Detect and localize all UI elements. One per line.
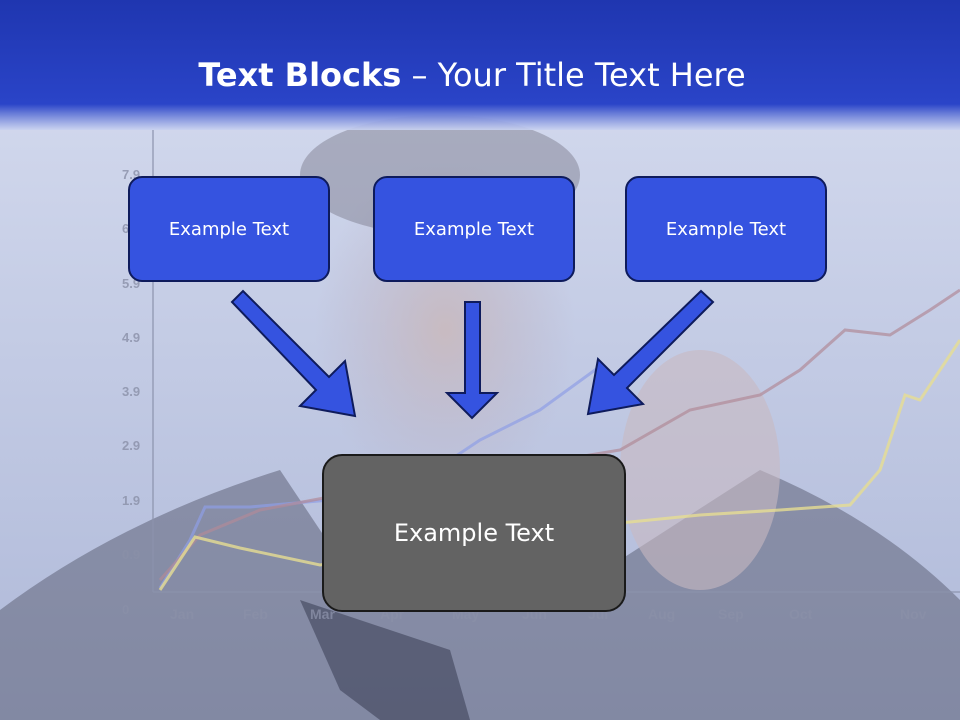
month-label: Aug — [648, 606, 675, 622]
month-label: Feb — [243, 606, 268, 622]
month-label: Oct — [789, 606, 813, 622]
text-box-left[interactable]: Example Text — [128, 176, 330, 282]
month-label: Nov — [900, 606, 927, 622]
title-rest: Your Title Text Here — [437, 56, 746, 94]
month-label: Mar — [310, 606, 335, 622]
ytick-label: 4.9 — [122, 330, 140, 345]
ytick-label: 2.9 — [122, 438, 140, 453]
ytick-label: 1.9 — [122, 493, 140, 508]
title-dash: – — [401, 56, 438, 94]
ytick-label: 0 — [122, 602, 129, 617]
month-label: Jan — [170, 606, 194, 622]
text-box-center[interactable]: Example Text — [373, 176, 575, 282]
month-label: Sep — [718, 606, 744, 622]
ytick-label: 0.9 — [122, 547, 140, 562]
yellow-line — [158, 339, 960, 591]
title-bold: Text Blocks — [198, 56, 402, 94]
text-box-bottom[interactable]: Example Text — [322, 454, 626, 612]
text-box-right[interactable]: Example Text — [625, 176, 827, 282]
slide-title: Text Blocks – Your Title Text Here — [0, 52, 944, 98]
ytick-label: 3.9 — [122, 384, 140, 399]
